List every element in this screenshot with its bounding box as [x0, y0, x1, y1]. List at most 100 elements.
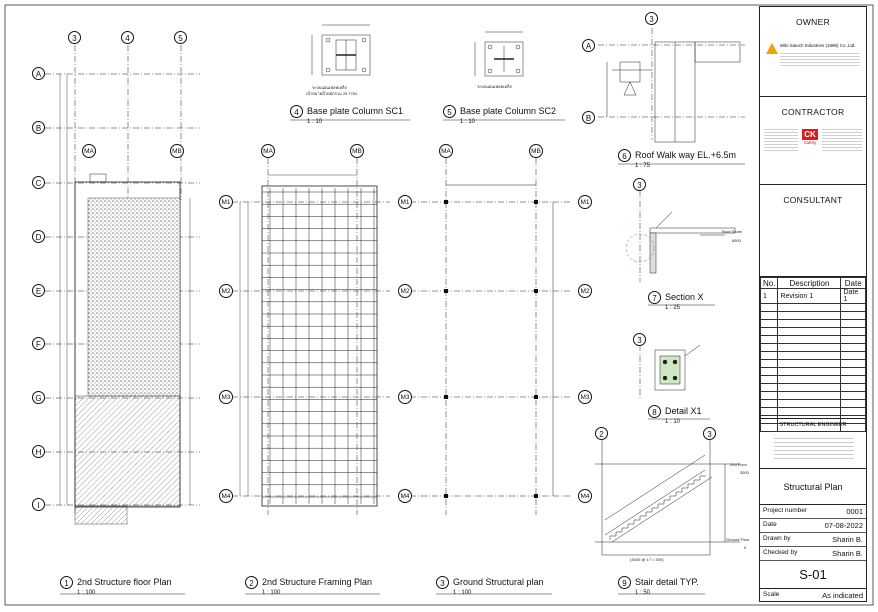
- grid-bubble-3-section: 3: [633, 178, 646, 191]
- grid-bubble-m2-2: M2: [578, 284, 592, 298]
- drawing-number-3: 3: [436, 576, 449, 589]
- grid-bubble-m2-0: M2: [219, 284, 233, 298]
- drawing-number-5: 5: [443, 105, 456, 118]
- contractor-label: CONTRACTOR: [781, 107, 845, 117]
- ground-floor-label: Ground Floor: [726, 537, 750, 542]
- rev-row: [759, 335, 866, 344]
- grid-bubble-ma-plan2: MA: [261, 144, 275, 158]
- grid-bubble-a-roof: A: [582, 39, 595, 52]
- rev-row: [759, 319, 866, 328]
- rev-row: [759, 375, 866, 384]
- engineer-label: STRUCTURAL ENGINEER: [779, 422, 847, 428]
- grid-bubble-b-roof: B: [582, 111, 595, 124]
- grid-bubble-row-b: B: [32, 121, 45, 134]
- drawing-scale-2: 1 : 100: [262, 590, 281, 596]
- sc2-note: ระบบแผ่นเพลทเหล็ก: [477, 84, 512, 89]
- drawing-scale-3: 1 : 100: [453, 590, 472, 596]
- grid-bubble-m4-2: M4: [578, 489, 592, 503]
- plan-3: [410, 158, 570, 515]
- owner-logo: [766, 43, 778, 54]
- drawing-scale-5: 1 : 10: [460, 119, 476, 125]
- grid-bubble-3-detail: 3: [633, 333, 646, 346]
- grid-bubble-row-a: A: [32, 67, 45, 80]
- tb-field-value: 07-08-2022: [824, 521, 863, 530]
- roof-el: 6500: [732, 238, 741, 243]
- grid-bubble-mb-plan2: MB: [350, 144, 364, 158]
- grid-bubble-row-i: I: [32, 498, 45, 511]
- grid-bubble-3-roof: 3: [645, 12, 658, 25]
- drawing-title-4: Base plate Column SC1: [307, 106, 404, 116]
- drawing-title: Structural Plan: [783, 481, 843, 492]
- drawing-title-6: Roof Walk way EL.+6.5m: [635, 150, 736, 160]
- scale-value: As indicated: [822, 591, 863, 600]
- contractor-section: CONTRACTOR CK Safety: [760, 97, 866, 185]
- grid-bubble-m4-0: M4: [219, 489, 233, 503]
- rev-row: [759, 407, 866, 416]
- rev-row: [759, 311, 866, 320]
- grid-bubble-m3-2: M3: [578, 390, 592, 404]
- rev-header-cell: Description: [777, 277, 842, 289]
- grid-bubble-m1-1: M1: [398, 195, 412, 209]
- rev-row: [759, 351, 866, 360]
- baseplate-sc2: [474, 31, 524, 77]
- rev-row: [759, 327, 866, 336]
- stair-dim: (3000 @ 17 = 300): [630, 557, 664, 562]
- rev-row: [759, 303, 866, 312]
- second-floor-label: 2nd Floor: [730, 462, 747, 467]
- grid-bubble-3-plan1: 3: [68, 31, 81, 44]
- grid-bubble-row-c: C: [32, 176, 45, 189]
- rev-header-cell: No.: [759, 277, 779, 289]
- tb-field-key: Drawn by: [763, 535, 791, 542]
- owner-section: OWNER Wiki Siaoch Industries (1996) Co.,…: [760, 7, 866, 97]
- grid-bubble-row-h: H: [32, 445, 45, 458]
- grid-bubble-m3-1: M3: [398, 390, 412, 404]
- grid-bubble-m2-1: M2: [398, 284, 412, 298]
- detail-x1: [639, 344, 701, 400]
- drawing-scale-4: 1 : 10: [307, 119, 323, 125]
- tb-field-row: Drawn by Sharin B.: [760, 533, 866, 547]
- drawing-title-section: Structural Plan: [760, 469, 866, 505]
- section-x: [625, 190, 736, 282]
- drawing-title-5: Base plate Column SC2: [460, 106, 557, 116]
- sheet-number: S-01: [799, 567, 827, 582]
- owner-label: OWNER: [795, 17, 831, 27]
- consultant-section: CONSULTANT: [760, 185, 866, 277]
- drawing-title-1: 2nd Structure floor Plan: [77, 577, 172, 587]
- grid-bubble-ma-plan3: MA: [439, 144, 453, 158]
- drawing-number-1: 1: [60, 576, 73, 589]
- sc1-note-2: เป้าหมายน้ำหนักรวม 25 TON: [306, 91, 357, 96]
- grid-bubble-mb-plan1: MB: [170, 144, 184, 158]
- drawing-scale-8: 1 : 10: [665, 419, 681, 425]
- floor-hatch-concrete: [87, 197, 181, 397]
- drawing-title-3: Ground Structural plan: [453, 577, 544, 587]
- grid-bubble-row-f: F: [32, 337, 45, 350]
- drawing-number-7: 7: [648, 291, 661, 304]
- ground-floor-el: 0: [744, 545, 747, 550]
- rev-row: [759, 367, 866, 376]
- grid-bubble-m3-0: M3: [219, 390, 233, 404]
- second-floor-el: 3500: [740, 470, 749, 475]
- engineer-section: STRUCTURAL ENGINEER: [760, 419, 866, 469]
- drawing-title-2: 2nd Structure Framing Plan: [262, 577, 373, 587]
- rev-row: [759, 423, 866, 432]
- sheet-number-section: S-01: [760, 561, 866, 589]
- grid-bubble-3-stair: 3: [703, 427, 716, 440]
- rev-row: [759, 391, 866, 400]
- rev-row: [759, 343, 866, 352]
- drawing-number-9: 9: [618, 576, 631, 589]
- consultant-label: CONSULTANT: [783, 195, 843, 205]
- roof-seam-label: Roof Seam: [722, 229, 743, 234]
- contractor-logo: CK: [802, 129, 818, 140]
- baseplate-sc1: [311, 24, 371, 76]
- grid-bubble-row-d: D: [32, 230, 45, 243]
- grid-bubble-m4-1: M4: [398, 489, 412, 503]
- tb-field-value: Sharin B.: [832, 535, 863, 544]
- grid-bubble-mb-plan3: MB: [529, 144, 543, 158]
